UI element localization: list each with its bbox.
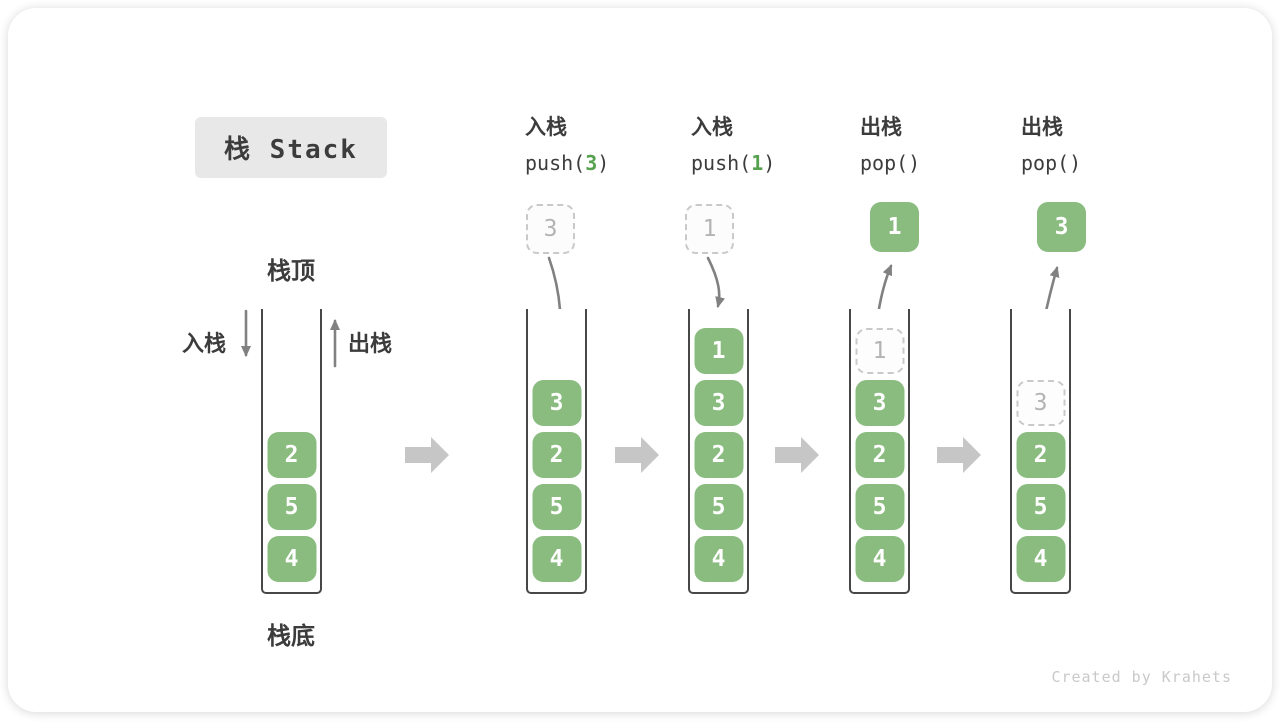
stack-container-pop-3: 3 2 5 4 [1010,309,1071,594]
next-stage-arrow-icon [937,437,981,473]
stack-bottom-label: 栈底 [267,623,315,650]
arrows-overlay [241,256,1060,473]
stack-item: 2 [267,432,316,478]
op-label-pop-3: 出栈 pop() [1021,115,1081,175]
code-pre: push( [525,151,586,175]
stack-container-push-1: 1 3 2 5 4 [688,309,749,594]
stack-item: 5 [532,484,581,530]
op-name: 出栈 [860,116,902,139]
stack-item: 5 [1016,484,1065,530]
title-badge: 栈 Stack [195,117,387,178]
code-arg: 1 [751,151,764,175]
stack-container-push-3: 3 2 5 4 [526,309,587,594]
code-pre: pop( [860,151,909,175]
stack-item: 2 [694,432,743,478]
stack-container-pop-1: 1 3 2 5 4 [849,309,910,594]
stack-top-label: 栈顶 [267,258,315,285]
push-1-flow-arrow-icon [706,256,726,308]
diagram-card: 栈 Stack 栈顶 栈底 入栈 出栈 入栈 push(3) 入栈 push(1… [8,8,1272,712]
stack-item: 4 [1016,536,1065,582]
stack-item: 3 [532,380,581,426]
credit-text: Created by Krahets [1051,668,1232,686]
op-code: push(1) [691,151,775,175]
stack-item: 4 [855,536,904,582]
op-code: pop() [1021,151,1081,175]
next-stage-arrow-icon [615,437,659,473]
op-label-push-3: 入栈 push(3) [525,115,609,175]
popped-element: 1 [870,202,919,252]
stack-item: 4 [694,536,743,582]
incoming-element: 1 [685,204,734,254]
popped-element: 3 [1037,202,1086,252]
code-post: ) [908,151,921,175]
removed-item-ghost: 1 [855,328,904,374]
code-post: ) [763,151,776,175]
op-name: 入栈 [691,116,733,139]
op-code: pop() [860,151,920,175]
pop-side-label: 出栈 [348,331,393,356]
op-name: 出栈 [1021,116,1063,139]
op-code: push(3) [525,151,609,175]
stack-item: 4 [532,536,581,582]
push-side-label: 入栈 [182,331,227,356]
op-label-push-1: 入栈 push(1) [691,115,775,175]
code-post: ) [1069,151,1082,175]
stack-item: 5 [267,484,316,530]
code-pre: pop( [1021,151,1070,175]
incoming-element: 3 [526,204,575,254]
stack-item: 5 [694,484,743,530]
code-post: ) [597,151,610,175]
code-arg: 3 [585,151,598,175]
stack-item: 2 [855,432,904,478]
op-name: 入栈 [525,116,567,139]
next-stage-arrow-icon [775,437,819,473]
stack-item: 1 [694,328,743,374]
stack-item: 3 [694,380,743,426]
code-pre: push( [691,151,752,175]
op-label-pop-1: 出栈 pop() [860,115,920,175]
next-stage-arrow-icon [405,437,449,473]
stack-item: 3 [855,380,904,426]
stack-item: 4 [267,536,316,582]
stack-item: 2 [532,432,581,478]
page-title: 栈 Stack [224,135,358,165]
stack-item: 5 [855,484,904,530]
stack-item: 2 [1016,432,1065,478]
removed-item-ghost: 3 [1016,380,1065,426]
stack-container-initial: 2 5 4 [261,309,322,594]
